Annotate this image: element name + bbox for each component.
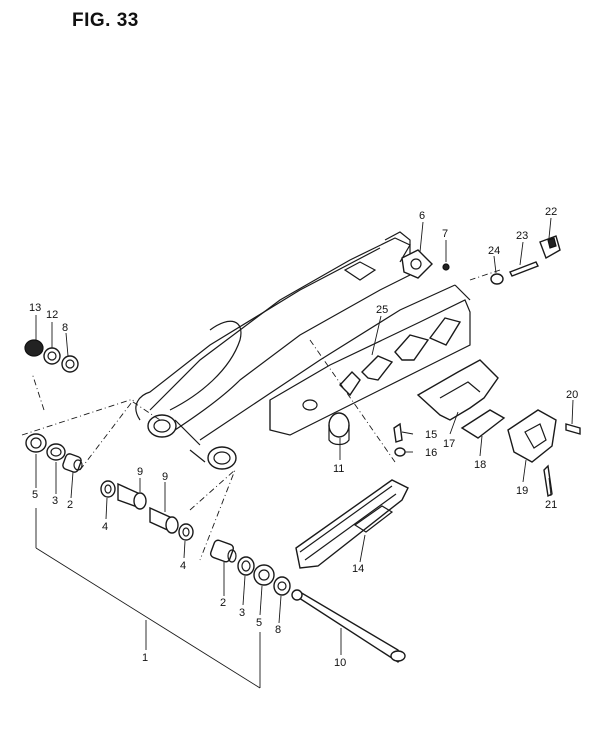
figure-title: FIG. 33: [72, 10, 139, 31]
callout-2-right: 2: [220, 597, 226, 609]
callout-9-right: 9: [162, 471, 168, 483]
callout-18: 18: [474, 459, 486, 471]
swingarm-body: [135, 231, 471, 470]
pivot-nut-washer-stack: [24, 339, 79, 373]
left-bearing-stack: [25, 433, 83, 473]
chain-guide-assembly: [393, 359, 581, 498]
right-bearing-stack: [209, 539, 291, 596]
callout-8-right: 8: [275, 624, 281, 636]
callout-6: 6: [419, 210, 425, 222]
callout-8: 8: [62, 322, 68, 334]
callout-3-right: 3: [239, 607, 245, 619]
leader-lines: [21, 217, 574, 689]
callout-21: 21: [545, 499, 557, 511]
callout-24: 24: [488, 245, 500, 257]
callout-1: 1: [142, 652, 148, 664]
callout-19: 19: [516, 485, 528, 497]
callout-5-right: 5: [256, 617, 262, 629]
callout-17: 17: [443, 438, 455, 450]
callout-22: 22: [545, 206, 557, 218]
pivot-shaft: [291, 589, 406, 663]
callout-25: 25: [376, 304, 388, 316]
callout-7: 7: [442, 228, 448, 240]
callout-16: 16: [425, 447, 437, 459]
callout-3-left: 3: [52, 495, 58, 507]
chain-slider: [295, 479, 409, 569]
upper-bracket: [401, 235, 561, 285]
callout-10: 10: [334, 657, 346, 669]
callout-5-left: 5: [32, 489, 38, 501]
collar-bushings: [100, 480, 194, 541]
callout-15: 15: [425, 429, 437, 441]
callout-2-left: 2: [67, 499, 73, 511]
callout-23: 23: [516, 230, 528, 242]
cap: [328, 412, 350, 446]
callout-9-left: 9: [137, 466, 143, 478]
callout-4-right: 4: [180, 560, 186, 572]
callout-labels: 13 12 8 6 7 22 23 24 25 20 15 16 17 18 1…: [29, 206, 578, 669]
callout-11: 11: [333, 463, 344, 475]
callout-14: 14: [352, 563, 364, 575]
callout-20: 20: [566, 389, 578, 401]
callout-12: 12: [46, 309, 58, 321]
callout-4-left: 4: [102, 521, 108, 533]
callout-13: 13: [29, 302, 41, 314]
